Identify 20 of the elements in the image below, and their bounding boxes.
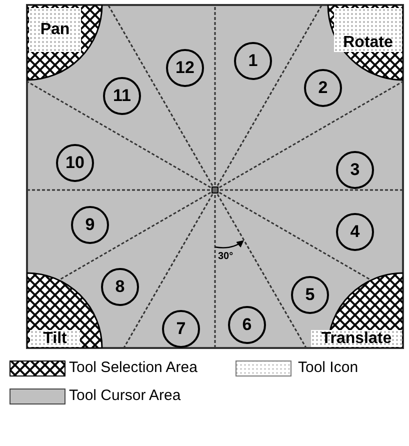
numbered-circle: 4 bbox=[336, 213, 374, 251]
tool-icon: Rotate bbox=[334, 8, 402, 52]
legend-text: Tool Selection Area bbox=[69, 359, 198, 376]
tool-icon: Tilt bbox=[30, 330, 80, 347]
numbered-circle: 6 bbox=[228, 306, 266, 344]
tool-icon: Translate bbox=[311, 330, 402, 347]
numbered-circle: 11 bbox=[103, 77, 141, 115]
numbered-circle: 12 bbox=[166, 49, 204, 87]
numbered-circle: 3 bbox=[336, 151, 374, 189]
numbered-circle: 7 bbox=[162, 310, 200, 348]
legend-text: Tool Icon bbox=[298, 359, 358, 376]
numbered-circle: 10 bbox=[56, 144, 94, 182]
numbered-circle: 1 bbox=[234, 42, 272, 80]
legend-text: Tool Cursor Area bbox=[69, 387, 181, 404]
numbered-circle: 5 bbox=[291, 276, 329, 314]
tool-icon: Pan bbox=[29, 8, 81, 52]
numbered-circle: 8 bbox=[101, 268, 139, 306]
angle-label: 30° bbox=[218, 251, 234, 262]
numbered-circle: 9 bbox=[71, 206, 109, 244]
numbered-circle: 2 bbox=[304, 69, 342, 107]
